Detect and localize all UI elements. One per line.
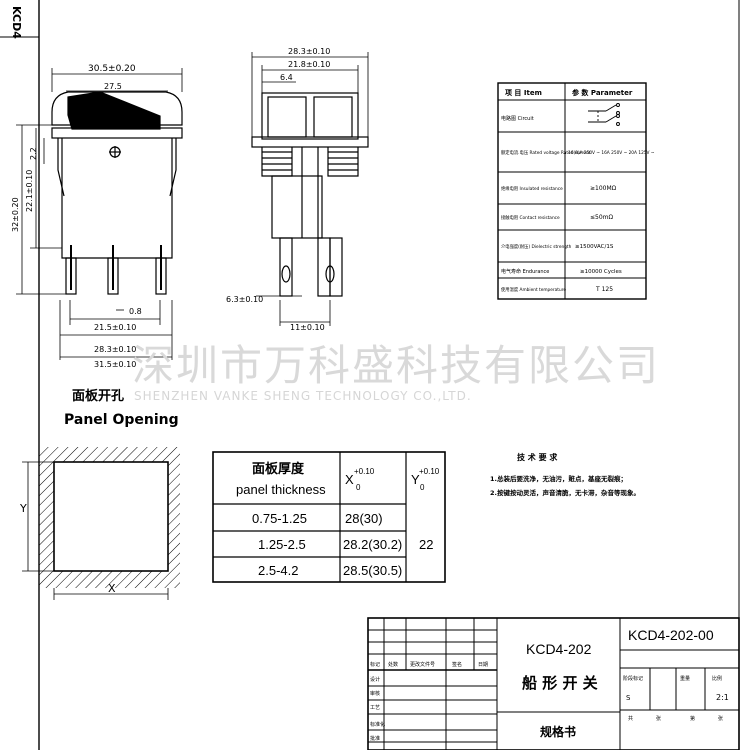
thickness-header-y-sup: +0.10: [419, 467, 440, 476]
tb-label-standard: 标准化: [370, 721, 385, 728]
requirements-line-1: 1.总装后要洗净，无油污，赃点，基座无裂痕；: [490, 474, 627, 483]
params-header-item: 项 目 Item: [505, 88, 542, 97]
watermark-cn: 深圳市万科盛科技有限公司: [132, 341, 660, 390]
params-row-contact: 接触电阻 Contact resistance: [501, 214, 560, 221]
requirements-title: 技 术 要 求: [517, 452, 558, 462]
thickness-row-2-x: 28.2(30.2): [343, 537, 402, 552]
tb-label-review: 审核: [370, 690, 380, 697]
tb-label-date: 日期: [478, 662, 488, 668]
dim-overall-height: 32±0.20: [11, 197, 20, 232]
dim-side-terminal-width: 6.3±0.10: [226, 295, 263, 304]
thickness-header-y: Y: [411, 472, 420, 487]
title-block-texts: KCD4-202-00 KCD4-202 船 形 开 关 规格书 2:1 标记 …: [370, 627, 729, 742]
scale-value: 2:1: [716, 693, 729, 702]
tb-label-change-doc: 更改文件号: [410, 661, 435, 668]
thickness-row-3: 2.5-4.2: [258, 563, 298, 578]
thickness-header-y-sub: 0: [420, 483, 425, 492]
dim-inner-width: 27.5: [104, 82, 122, 91]
panel-opening-drawing: [22, 447, 180, 600]
tb-label-stage-s: S: [626, 694, 631, 702]
params-row-dielectric: 介电强度(耐压) Dielectric strength: [501, 243, 572, 250]
tb-label-stage: 阶段标记: [623, 675, 643, 682]
params-row-endurance: 电气寿命 Endurance: [501, 268, 549, 275]
tb-label-no: 第: [690, 715, 695, 722]
thickness-header-en: panel thickness: [236, 482, 326, 497]
front-view: [51, 91, 183, 295]
tb-label-sign: 签名: [452, 661, 462, 668]
tb-label-total: 共: [628, 715, 633, 722]
dim-total-width: 31.5±0.10: [94, 360, 136, 369]
part-name: 船 形 开 关: [522, 674, 598, 692]
front-dimension-lines: [16, 68, 183, 360]
dim-side-overall: 28.3±0.10: [288, 47, 330, 56]
tb-label-sheets-1: 张: [656, 715, 661, 722]
thickness-row-2: 1.25-2.5: [258, 537, 306, 552]
circuit-symbol: [588, 103, 620, 126]
side-dimension-texts: 28.3±0.10 21.8±0.10 6.4 6.3±0.10 11±0.10: [226, 47, 330, 332]
thickness-table-texts: 面板厚度 panel thickness X +0.10 0 Y +0.10 0…: [236, 461, 440, 578]
model-code-label: KCD4: [10, 6, 23, 39]
tb-label-mark: 标记: [370, 661, 380, 668]
params-row-rated: 额定电流.电压 Rated voltage Rated current: [501, 149, 591, 156]
tb-label-scale: 比例: [712, 675, 722, 682]
title-block: [367, 617, 740, 750]
thickness-row-3-x: 28.5(30.5): [343, 563, 402, 578]
dim-side-offset: 6.4: [280, 73, 293, 82]
params-val-rated: 16(8)A 250V ~ 16A 250V ~ 20A 125V ~: [568, 150, 655, 156]
dim-terminal-thickness: 0.8: [129, 307, 142, 316]
tb-label-weight: 重量: [680, 675, 690, 682]
panel-opening-y-label: Y: [19, 502, 27, 515]
thickness-y-value: 22: [419, 537, 433, 552]
drawing-number: KCD4-202-00: [628, 627, 714, 643]
thickness-table: [212, 451, 446, 583]
company-watermark: 深圳市万科盛科技有限公司 SHENZHEN VANKE SHENG TECHNO…: [132, 341, 660, 403]
params-val-dielectric: ≥1500VAC/1S: [575, 244, 614, 250]
params-table-texts: 项 目 Item 参 数 Parameter 电路图 Circuit 额定电流.…: [501, 88, 655, 293]
params-val-endurance: ≥10000 Cycles: [580, 269, 622, 275]
thickness-header-x-sub: 0: [356, 483, 361, 492]
params-val-insulation: ≥100MΩ: [590, 185, 617, 192]
thickness-header-x: X: [345, 472, 354, 487]
spec-label: 规格书: [540, 724, 576, 739]
params-row-circuit: 电路图 Circuit: [501, 115, 534, 122]
dim-bezel-thickness: 2.2: [29, 147, 38, 160]
side-dimension-lines: [251, 52, 369, 326]
dim-side-housing: 21.8±0.10: [288, 60, 330, 69]
thickness-row-1-x: 28(30): [345, 511, 383, 526]
tb-label-approve: 批准: [370, 735, 380, 742]
technical-requirements: 技 术 要 求 1.总装后要洗净，无油污，赃点，基座无裂痕； 2.按键按动灵活，…: [490, 452, 640, 497]
params-header-parameter: 参 数 Parameter: [572, 88, 633, 97]
dim-body-height: 22.1±0.10: [25, 170, 34, 212]
thickness-header-x-sup: +0.10: [354, 467, 375, 476]
dim-terminal-span: 21.5±0.10: [94, 323, 136, 332]
panel-opening-title-cn: 面板开孔: [72, 388, 124, 404]
side-view: [251, 92, 369, 297]
params-val-temperature: T 125: [595, 286, 613, 293]
thickness-row-1: 0.75-1.25: [252, 511, 307, 526]
panel-opening-title-en: Panel Opening: [64, 412, 179, 428]
params-row-temperature: 使用温度 Ambient temperature: [501, 286, 566, 293]
dim-side-terminal-pitch: 11±0.10: [290, 323, 325, 332]
tb-label-sheets-2: 张: [718, 715, 723, 722]
params-table: [497, 82, 647, 300]
dim-body-width: 28.3±0.10: [94, 345, 136, 354]
tb-label-process: 工艺: [370, 705, 380, 711]
thickness-header-cn: 面板厚度: [252, 461, 305, 476]
tb-label-design: 设计: [370, 676, 380, 683]
params-val-contact: ≤50mΩ: [590, 214, 614, 221]
tb-label-count: 处数: [388, 661, 398, 668]
params-row-insulation: 绝缘电阻 Insulated resistance: [501, 185, 563, 192]
watermark-en: SHENZHEN VANKE SHENG TECHNOLOGY CO.,LTD.: [134, 389, 472, 403]
dim-overall-width: 30.5±0.20: [88, 64, 136, 74]
requirements-line-2: 2.按键按动灵活，声音清脆，无卡滞，杂音等现象。: [490, 488, 640, 497]
front-dimension-texts: 30.5±0.20 27.5 2.2 22.1±0.10 32±0.20 0.8…: [11, 64, 142, 369]
part-number: KCD4-202: [526, 641, 592, 657]
panel-opening-x-label: X: [108, 582, 116, 595]
